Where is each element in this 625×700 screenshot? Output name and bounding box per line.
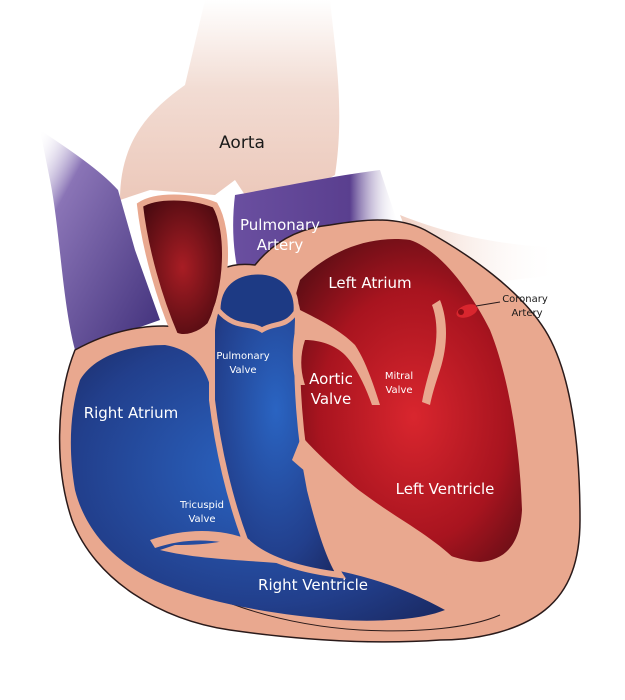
label-left-ventricle: Left Ventricle xyxy=(396,480,495,498)
label-coronary-artery-line-2: Artery xyxy=(511,308,542,319)
mitral-valve-leaflet xyxy=(422,300,446,405)
superior-vena-cava xyxy=(40,130,160,350)
label-coronary-artery-line-1: Coronary xyxy=(502,294,548,305)
left-chambers xyxy=(280,239,522,562)
label-pulmonary-artery-line-1: Pulmonary xyxy=(240,216,320,234)
aortic-valve-leaflets xyxy=(292,310,380,405)
label-right-ventricle: Right Ventricle xyxy=(258,576,368,594)
label-tricuspid-valve-line-1: Tricuspid xyxy=(179,500,224,511)
aorta-vessel xyxy=(120,0,340,200)
label-tricuspid-valve-line-2: Valve xyxy=(188,514,215,525)
pulmonary-valve-cap xyxy=(215,269,299,333)
label-aortic-valve-line-1: Aortic xyxy=(309,370,353,388)
label-aorta: Aorta xyxy=(219,133,265,153)
label-pulmonary-valve-line-1: Pulmonary xyxy=(216,351,269,362)
right-chambers xyxy=(70,345,445,621)
label-pulmonary-valve-line-2: Valve xyxy=(229,365,256,376)
label-right-atrium: Right Atrium xyxy=(84,404,179,422)
coronary-artery-vessel xyxy=(456,301,501,318)
label-pulmonary-artery-line-2: Artery xyxy=(257,236,304,254)
label-aortic-valve-line-2: Valve xyxy=(311,390,352,408)
label-mitral-valve-line-2: Valve xyxy=(385,385,412,396)
tricuspid-valve-leaflet xyxy=(150,531,250,548)
interventricular-septum xyxy=(292,440,470,585)
label-left-atrium: Left Atrium xyxy=(328,274,411,292)
label-mitral-valve-line-1: Mitral xyxy=(385,371,413,382)
